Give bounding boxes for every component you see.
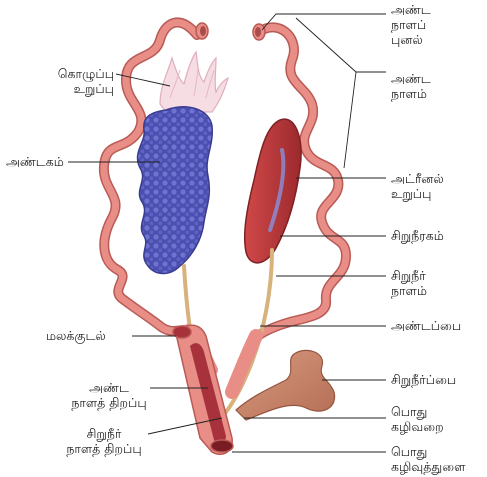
kidney <box>245 119 301 263</box>
label-ovisac: அண்டப்பை <box>391 318 461 333</box>
left-ostium-funnel <box>196 23 208 39</box>
label-cloacal-chamber: பொது கழிவறை <box>391 404 444 434</box>
rectum-cloaca <box>173 325 233 454</box>
label-adrenal: அட்ரீனல் உறுப்பு <box>391 171 444 201</box>
label-ovary-funnel: அண்ட நாளப் புனல் <box>391 2 431 47</box>
label-ureter: சிறுநீர் நாளம் <box>391 268 427 298</box>
right-ostium-funnel <box>253 24 265 40</box>
label-ovary: அண்டகம் <box>6 154 64 169</box>
label-oviduct-opening: அண்ட நாளத் திறப்பு <box>68 380 150 410</box>
label-ureter-opening: சிறுநீர் நாளத் திறப்பு <box>62 426 146 456</box>
label-cloacal-aperture: பொது கழிவுத்துளை <box>391 444 465 474</box>
label-oviduct: அண்ட நாளம் <box>391 71 431 101</box>
label-rectum: மலக்குடல் <box>46 328 106 343</box>
label-kidney: சிறுநீரகம் <box>391 228 444 243</box>
fat-body <box>160 52 228 112</box>
ovary <box>138 107 213 274</box>
label-bladder: சிறுநீர்ப்பை <box>391 372 456 387</box>
label-fat-body: கொழுப்பு உறுப்பு <box>14 66 114 96</box>
